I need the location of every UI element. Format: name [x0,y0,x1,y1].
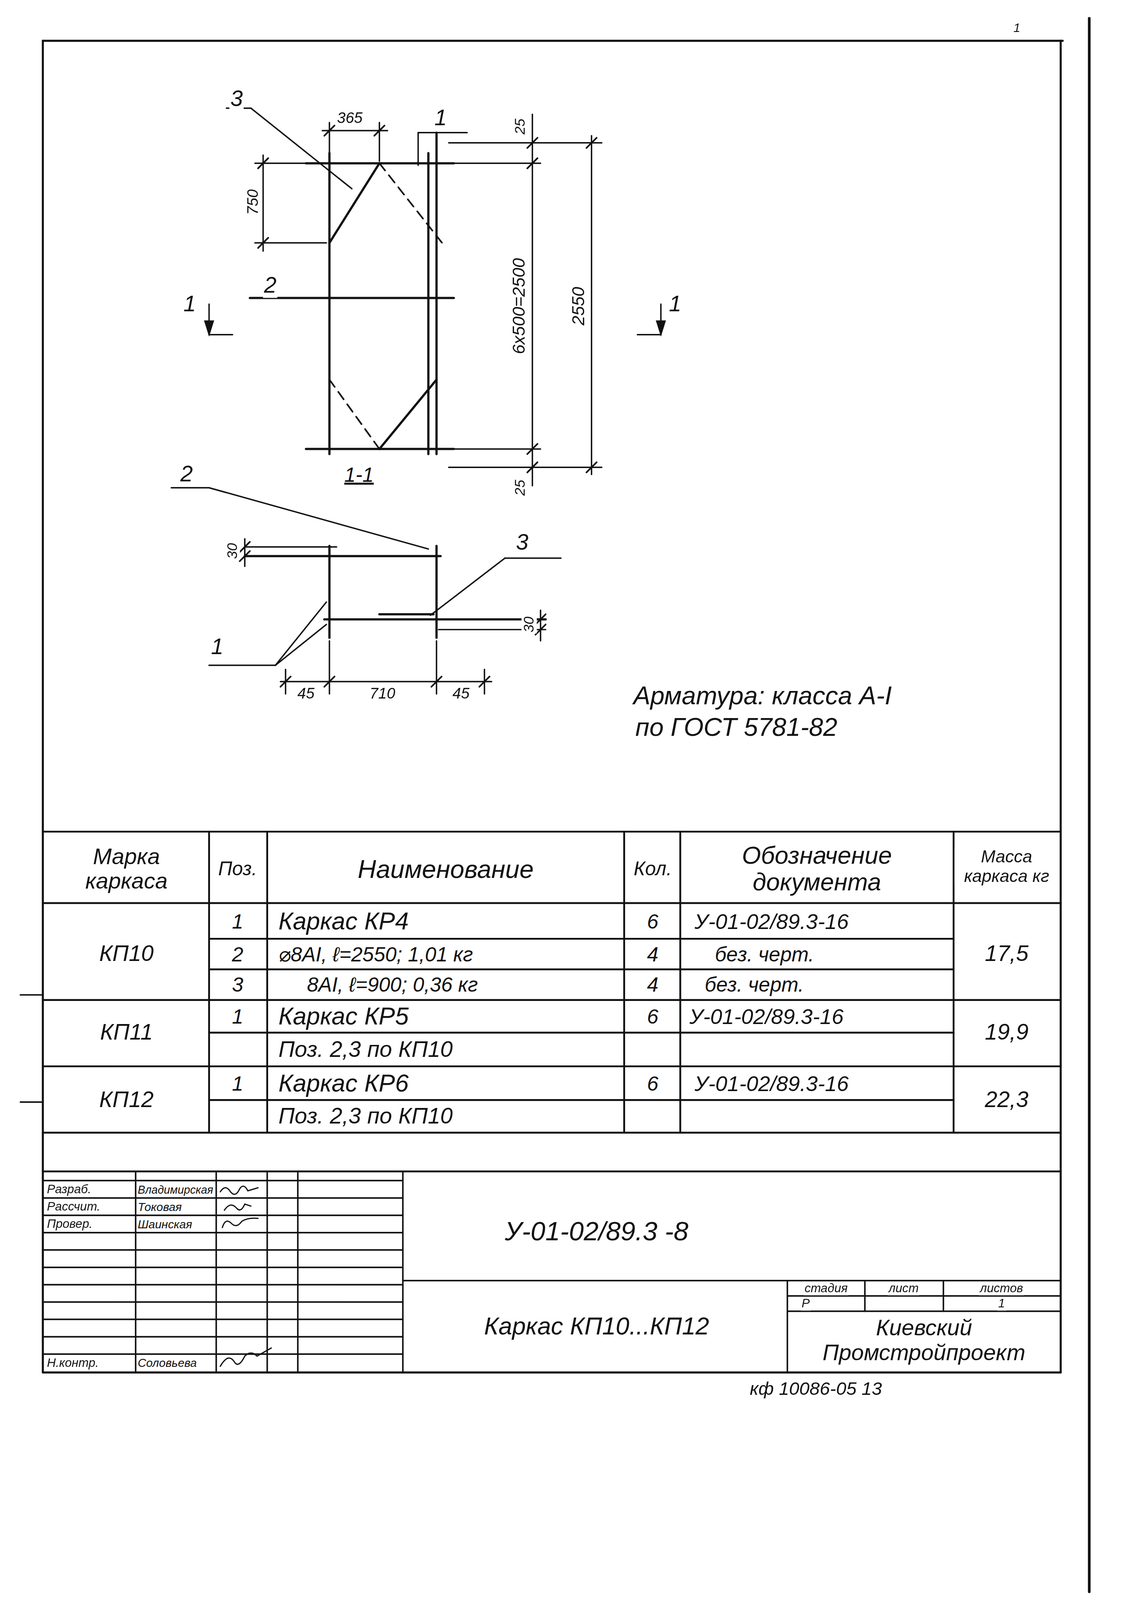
title-block-text: Соловьева [136,1356,198,1370]
callout-number: 2 [179,462,194,487]
table-cell: 1 [230,1004,245,1028]
table-cell: 17,5 [983,941,1030,967]
title-block-text: стадия [803,1281,849,1295]
table-cell: КП12 [98,1087,155,1113]
dimension-tick [527,462,538,473]
callout-number: 1 [209,634,225,660]
section-mark: 1 [182,291,198,317]
table-cell: 6 [645,910,660,933]
drawing-title: Каркас КП10...КП12 [482,1312,711,1340]
table-cell: КП10 [98,941,155,967]
dimension: 25 [512,117,528,136]
title-block-text: Токовая [136,1200,183,1214]
table-cell: 2 [230,942,245,966]
table-cell: без. черт. [713,942,816,966]
title-block-text: Н.контр. [45,1356,100,1370]
title-block-text: 1 [997,1296,1006,1311]
dimension: 2550 [569,285,589,327]
table-cell: Каркас КР5 [277,1002,410,1030]
table-cell: Обозначение документа [688,842,946,896]
table-cell: Каркас КР4 [277,907,410,935]
archive-number: кф 10086-05 13 [748,1379,883,1400]
organization-name: Киевский Промстройпроект [795,1315,1053,1366]
dimension-tick [586,137,597,148]
dimension-tick [527,158,538,169]
dimension: 6x500=2500 [510,257,530,356]
dimension-tick [324,125,335,136]
title-block-text: Рассчит. [45,1199,102,1214]
table-cell: 8АI, ℓ=900; 0,36 кг [305,973,479,996]
table-cell: 4 [645,942,660,966]
title-block-text: Шаинская [136,1217,194,1231]
table-cell: 1 [230,1072,245,1095]
dimension-tick [280,676,291,687]
callout-number: 2 [262,273,278,299]
table-cell: Марка каркаса [48,844,204,894]
table-cell: Каркас КР6 [277,1069,410,1097]
note: Арматура: класса А-I [632,681,893,710]
table-cell: 3 [230,973,245,996]
callout-number: 3 [514,530,530,556]
dimension: 30 [224,542,241,560]
table-cell: 4 [645,973,660,996]
table-cell: без. черт. [703,973,805,996]
table-cell: У-01-02/89.3-16 [693,909,850,933]
table-cell: Масса каркаса кг [954,847,1059,887]
table-cell: 6 [645,1072,660,1095]
table-cell: 6 [645,1004,660,1028]
dimension: 45 [451,685,471,703]
callout-number: 1 [433,106,448,131]
table-cell: 22,3 [983,1087,1030,1113]
sheet-mark: 1 [1012,21,1022,36]
table-cell: Наименование [356,854,535,883]
table-cell: КП11 [98,1020,154,1045]
dimension-tick [324,676,335,687]
title-block-text: Владимирская [136,1183,215,1196]
dimension: 45 [296,685,316,703]
table-cell: У-01-02/89.3-16 [693,1071,850,1096]
title-block-text: Провер. [45,1217,94,1231]
dimension-tick [239,541,250,552]
dimension-tick [239,550,250,562]
table-cell: У-01-02/89.3-16 [688,1004,845,1028]
dimension-tick [374,125,385,136]
dimension: 25 [512,478,528,497]
document-code: У-01-02/89.3 -8 [503,1216,690,1247]
dimension: 750 [244,188,262,216]
title-block-text: листов [978,1281,1025,1295]
dimension-tick [257,237,269,248]
dimension-tick [527,443,538,455]
table-cell: ⌀8АI, ℓ=2550; 1,01 кг [277,942,475,966]
section-mark: 1 [668,291,683,317]
table-cell: Кол. [632,858,673,880]
table-cell: Поз. [217,858,258,880]
dimension-tick [257,158,269,169]
table-cell: Поз. 2,3 по КП10 [277,1103,454,1129]
dimension-tick [431,676,442,687]
title-block-text: Р [800,1296,811,1311]
callout-number: 3 [229,86,245,112]
dimension: 30 [521,615,538,634]
title-block-text: лист [887,1281,920,1295]
dimension-tick [479,676,490,687]
title-block-text: Разраб. [45,1182,92,1196]
table-cell: 1 [230,910,245,933]
table-cell: 19,9 [983,1020,1030,1045]
dimension-tick [527,137,538,148]
table-cell: Поз. 2,3 по КП10 [277,1037,454,1063]
dimension: 710 [368,685,396,703]
dimension-tick [586,462,597,473]
section-title: 1-1 [343,463,375,486]
dimension: 365 [336,110,364,127]
note: по ГОСТ 5781-82 [634,713,839,742]
